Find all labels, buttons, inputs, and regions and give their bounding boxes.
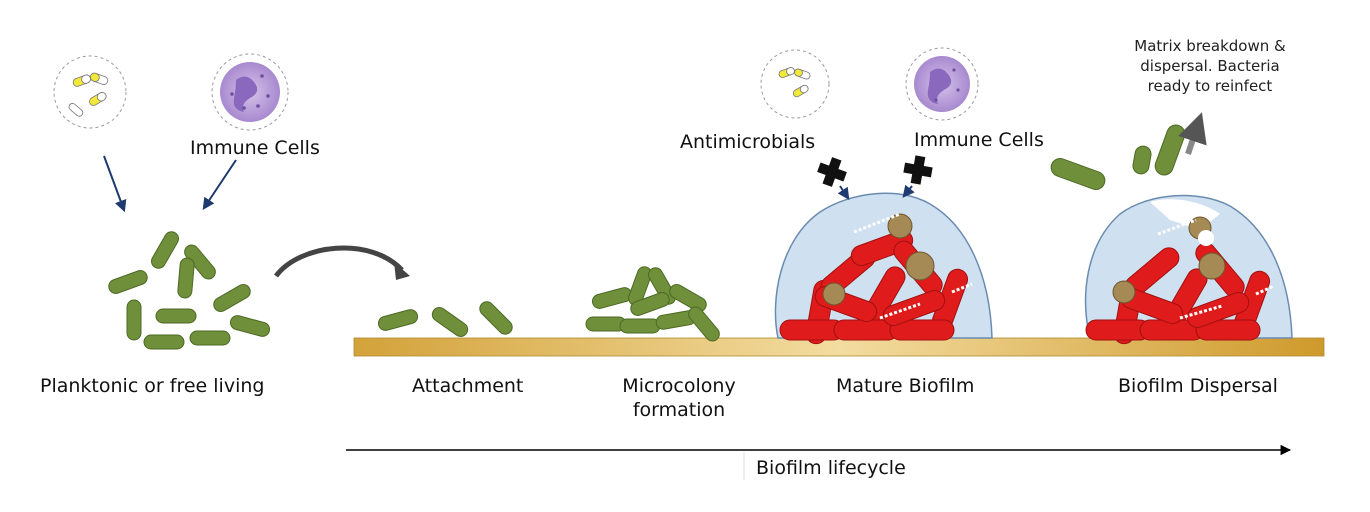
dispersal-note-line2: dispersal. Bacteria [1140, 57, 1280, 75]
lifecycle-label: Biofilm lifecycle [756, 457, 906, 479]
blocked-cross-icon-antimicrobial [817, 157, 847, 187]
planktonic-bacteria [108, 231, 271, 350]
dispersal-note: Matrix breakdown & dispersal. Bacteria r… [1110, 36, 1310, 96]
attachment-label: Attachment [412, 375, 524, 397]
antimicrobial-pills-icon-right [760, 49, 830, 119]
surface-substrate [353, 337, 1325, 357]
dispersed-bacteria [1050, 124, 1186, 190]
immune-cell-icon-left [211, 53, 289, 131]
antimicrobial-pills-icon-left [53, 55, 127, 129]
arrow-antimicrobial-to-planktonic [103, 155, 127, 213]
dispersal-note-line3: ready to reinfect [1147, 77, 1273, 95]
microcolony-label-line1: Microcolony [622, 375, 736, 397]
immune-cells-label-right: Immune Cells [914, 129, 1044, 151]
immune-cell-icon-right [905, 47, 979, 121]
mature-biofilm [774, 192, 993, 345]
immune-cells-label-left: Immune Cells [190, 137, 320, 159]
curved-transition-arrow [274, 245, 404, 278]
antimicrobials-label: Antimicrobials [680, 131, 816, 153]
microcolony-bacteria [585, 266, 720, 342]
blocked-cross-icon-immune [903, 155, 933, 185]
reinfect-arrow [1178, 112, 1207, 155]
dispersal-note-line1: Matrix breakdown & [1134, 37, 1286, 55]
attachment-bacteria [377, 301, 513, 337]
dispersal-biofilm [1084, 194, 1293, 345]
biofilm-dispersal-label: Biofilm Dispersal [1118, 375, 1278, 397]
arrow-immune-to-planktonic [202, 159, 237, 210]
mature-biofilm-label: Mature Biofilm [836, 375, 975, 397]
microcolony-label-line2: formation [632, 399, 726, 421]
planktonic-label: Planktonic or free living [40, 375, 265, 397]
microcolony-label: Microcolony formation [604, 374, 754, 422]
